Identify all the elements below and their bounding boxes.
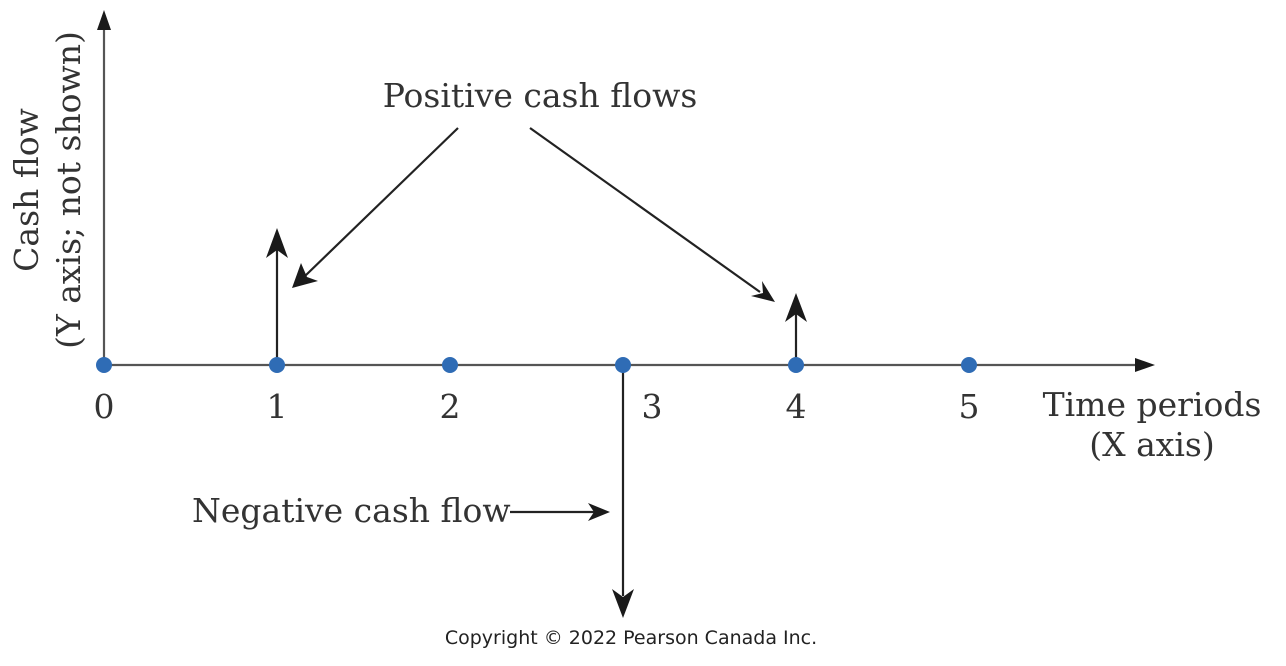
positive-pointer-left-arrowhead xyxy=(292,263,318,288)
period-dot-4 xyxy=(788,357,804,373)
period-label-1: 1 xyxy=(267,387,288,426)
y-axis-label-line1: Cash flow xyxy=(7,108,46,272)
positive-pointer-right-arrowhead xyxy=(751,281,775,302)
positive-pointer-left xyxy=(304,127,459,277)
period-dot-3 xyxy=(615,357,631,373)
period-dot-1 xyxy=(269,357,285,373)
period-label-2: 2 xyxy=(440,387,461,426)
negative-cash-flow-period-3-arrowhead xyxy=(612,589,634,618)
x-axis-arrowhead xyxy=(1135,358,1155,372)
negative-cash-flow-label: Negative cash flow xyxy=(192,491,511,530)
period-dot-5 xyxy=(961,357,977,373)
period-label-4: 4 xyxy=(786,387,807,426)
y-axis-label-line2: (Y axis; not shown) xyxy=(49,31,88,349)
positive-cash-flow-period-1-arrowhead xyxy=(266,228,288,258)
x-axis-label-line1: Time periods xyxy=(1043,385,1262,424)
period-label-0: 0 xyxy=(94,387,115,426)
y-axis-arrowhead xyxy=(97,10,111,30)
period-label-3: 3 xyxy=(642,387,663,426)
positive-cash-flows-label: Positive cash flows xyxy=(383,76,698,115)
positive-pointer-right xyxy=(529,127,761,293)
positive-cash-flow-period-4-arrowhead xyxy=(785,293,807,322)
period-dot-0 xyxy=(96,357,112,373)
period-label-5: 5 xyxy=(959,387,980,426)
negative-pointer-arrowhead xyxy=(588,503,610,521)
copyright-notice: Copyright © 2022 Pearson Canada Inc. xyxy=(445,627,817,649)
period-dot-2 xyxy=(442,357,458,373)
x-axis-label-line2: (X axis) xyxy=(1089,425,1215,464)
